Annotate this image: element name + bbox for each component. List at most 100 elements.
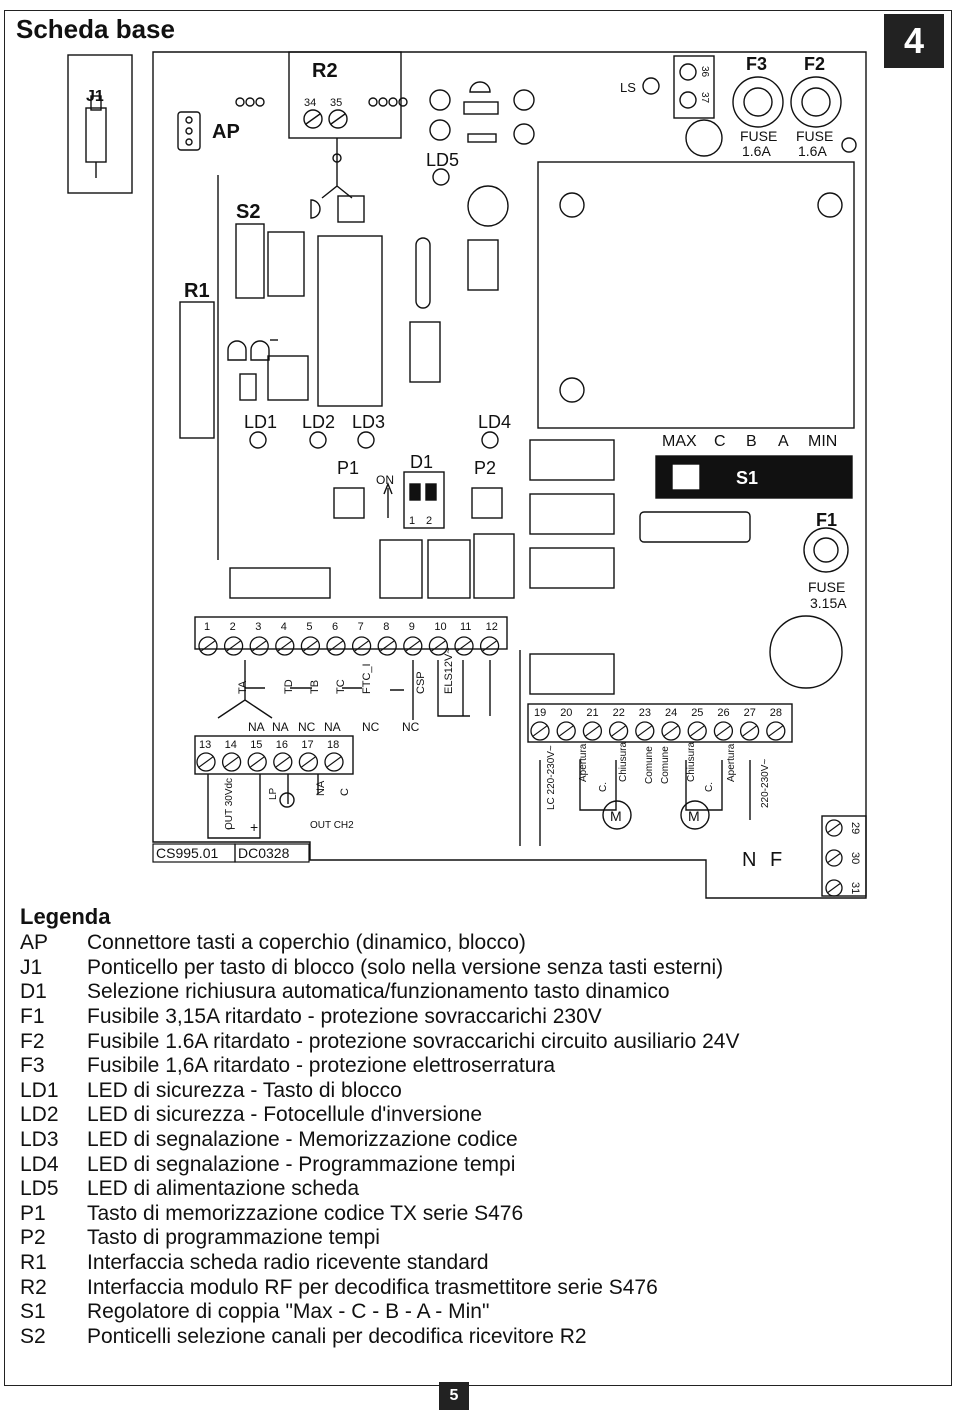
p1-label: P1 (337, 458, 359, 478)
terminal-number-top: 11 (460, 621, 471, 633)
terminal-screw (530, 721, 550, 741)
terminal-number-earth: 29 (849, 822, 861, 834)
terminal-number-motor: 22 (613, 707, 625, 719)
fuse-f3 (732, 76, 784, 128)
button-p1 (333, 487, 365, 519)
motor-label: C. (704, 782, 715, 792)
input-label: TB (309, 680, 321, 694)
mains-label: F (770, 849, 782, 871)
terminal-number-top: 3 (255, 621, 261, 633)
terminal-number-earth: 30 (849, 852, 861, 864)
transformer (537, 161, 855, 429)
output-label: C (339, 788, 351, 796)
terminal-screws (196, 636, 843, 897)
terminal-number-motor: 27 (744, 707, 756, 719)
terminal-number-motor: 26 (717, 707, 729, 719)
motor-symbol-label: M (610, 808, 622, 824)
legend-desc: Tasto di memorizzazione codice TX serie … (87, 1201, 524, 1225)
terminal-number-top: 4 (281, 621, 287, 633)
terminal-screw (247, 752, 267, 772)
terminal-screw (249, 636, 269, 656)
board-code: CS995.01 DC0328 (152, 843, 310, 863)
f1-label: F1 (816, 510, 837, 530)
ld4-label: LD4 (478, 412, 511, 432)
motor-label: Comune (644, 746, 655, 784)
ap-connector (177, 111, 201, 151)
terminal-number-top: 8 (383, 621, 389, 633)
led-symbols (249, 168, 499, 449)
terminal-number-top: 1 (204, 621, 210, 633)
s1-pos-b: B (746, 433, 757, 450)
legend-desc: LED di segnalazione - Memorizzazione cod… (87, 1128, 518, 1152)
ap-label: AP (212, 121, 240, 143)
legend-row: F1 Fusibile 3,15A ritardato - protezione … (20, 1005, 920, 1030)
d1-label: D1 (410, 452, 433, 472)
f1-rating: FUSE (808, 579, 845, 595)
terminal-screw (403, 636, 423, 656)
s1-label: S1 (736, 468, 758, 488)
terminal-screw (196, 752, 216, 772)
jumper-j1-label: J1 (86, 88, 104, 105)
terminal-screw (739, 721, 760, 741)
terminal-screw (825, 879, 843, 897)
output-label: LP (268, 787, 279, 800)
contact-state: NC (362, 720, 380, 734)
motor-symbol-label: M (688, 808, 700, 824)
terminal-number-bottom: 16 (276, 739, 288, 751)
polarity-plus: + (250, 819, 258, 835)
f2-value: 1.6A (798, 143, 827, 159)
terminal-number-top: 10 (434, 621, 446, 633)
jumper-j1-box (67, 54, 133, 194)
main-ic (317, 235, 383, 407)
terminal-screw (661, 721, 681, 741)
r1-slot (179, 301, 215, 439)
terminal-strip-bottom (194, 735, 354, 775)
terminal-screw (556, 721, 576, 741)
legend-desc: Selezione richiusura automatica/funziona… (87, 980, 670, 1004)
legend-desc: Fusibile 3,15A ritardato - protezione so… (87, 1005, 602, 1029)
terminal-number-top: 5 (306, 621, 312, 633)
terminal-number-top: 2 (230, 621, 236, 633)
legend-desc: LED di sicurezza - Fotocellule d'inversi… (87, 1103, 483, 1127)
terminal-number-bottom: 14 (225, 739, 237, 751)
legend-code: F1 (20, 1005, 45, 1029)
f1-value: 3.15A (810, 595, 847, 611)
motor-label: Apertura (726, 743, 737, 782)
s1-pos-c: C (714, 433, 726, 450)
terminal-screw (687, 721, 707, 741)
page-number: 5 (439, 1382, 469, 1410)
board-code-2: DC0328 (238, 845, 290, 861)
motor-label: LC 220-230V~ (546, 745, 557, 810)
terminal-screw (825, 849, 843, 867)
terminal-number-top: 9 (409, 621, 415, 633)
terminal-screw (298, 752, 319, 772)
legend-code: R1 (20, 1251, 47, 1275)
terminal-screw (608, 721, 629, 741)
p2-label: P2 (474, 458, 496, 478)
input-label: TC (335, 679, 347, 694)
input-label: CSP (415, 671, 427, 694)
input-label: TA (237, 680, 249, 694)
terminal-screw (428, 636, 449, 656)
r2-pin-35: 35 (330, 97, 342, 109)
legend-code: S2 (20, 1324, 46, 1348)
legend-row: S2 Ponticelli selezione canali per decodi… (20, 1325, 920, 1350)
legend-code: AP (20, 931, 49, 955)
f3-value: 1.6A (742, 143, 771, 159)
terminal-number-motor: 25 (691, 707, 703, 719)
legend-heading: Legenda (20, 904, 111, 929)
board-code-1: CS995.01 (156, 845, 218, 861)
legend-desc: Ponticelli selezione canali per decodifi… (87, 1324, 587, 1348)
terminal-number-top: 7 (358, 621, 364, 633)
r2-module-box (288, 51, 402, 139)
contact-state: NA (272, 720, 289, 734)
mains-label: N (742, 849, 756, 871)
fuse-f1 (803, 527, 849, 573)
